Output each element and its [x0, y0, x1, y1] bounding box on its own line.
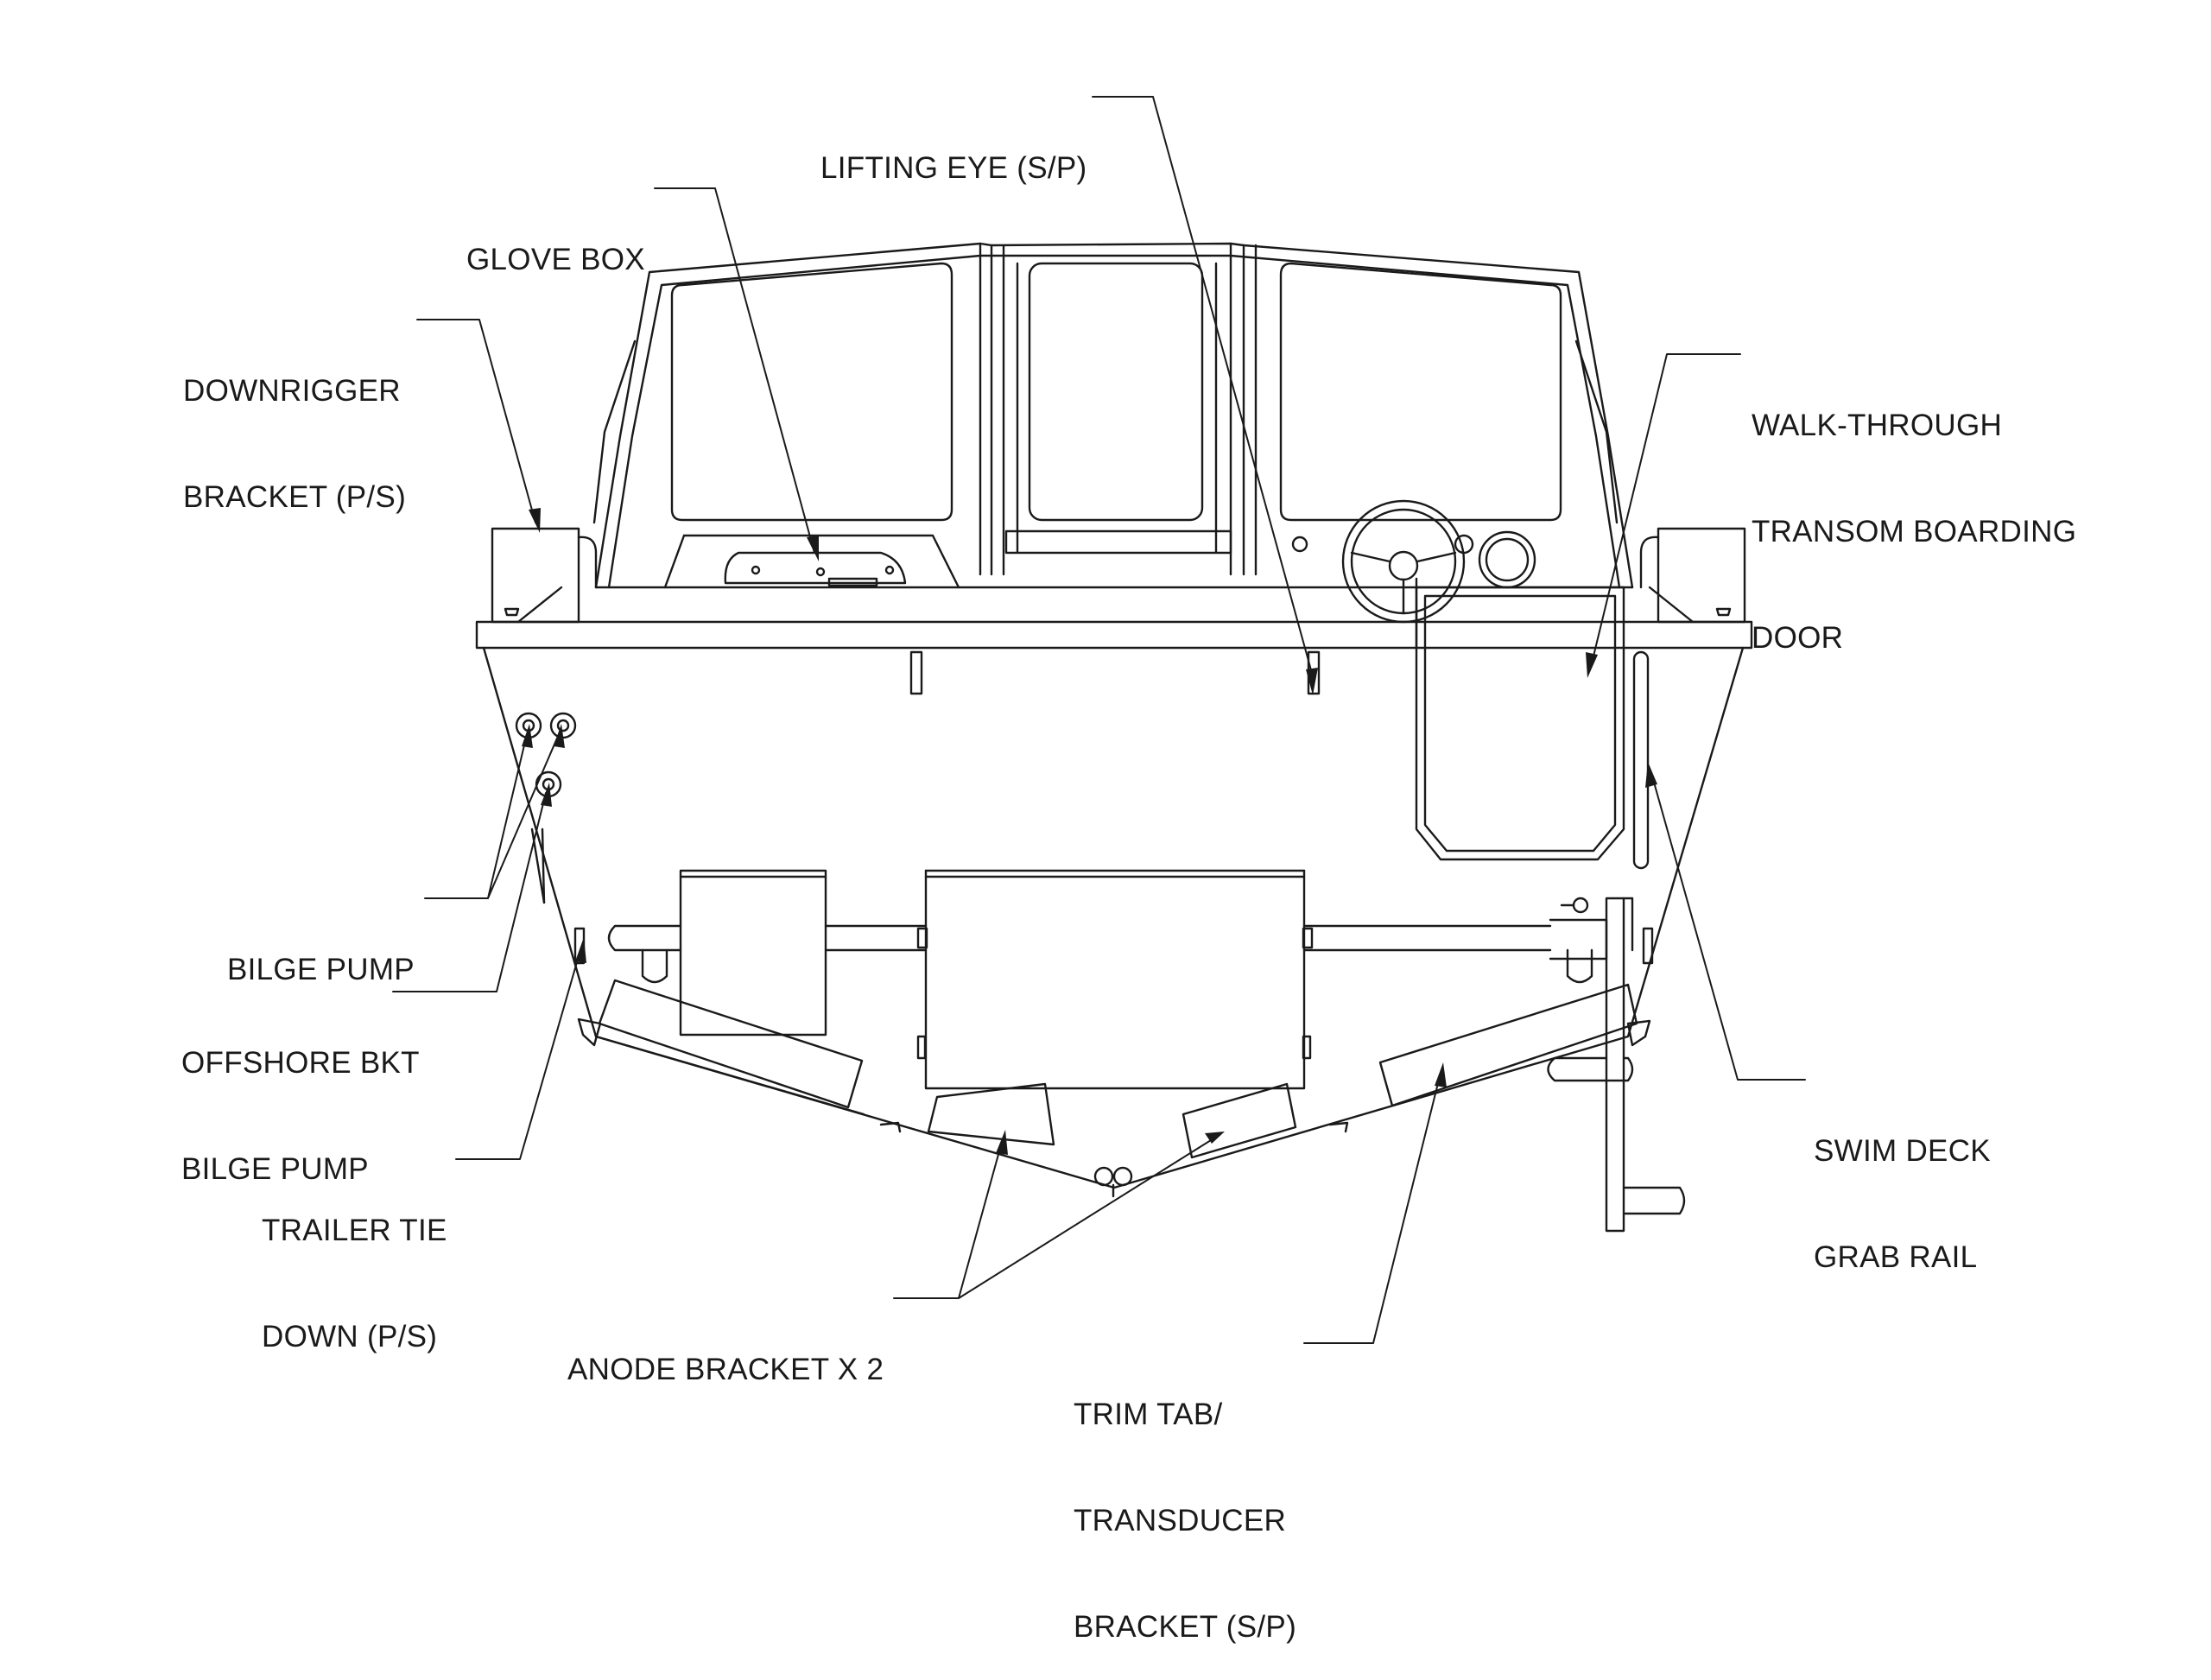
trailer-tie-downs	[573, 927, 1654, 965]
label-lifting-eye: LIFTING EYE (S/P)	[820, 151, 1087, 185]
swim-ladder	[1547, 897, 1686, 1233]
leader-lines	[392, 96, 1806, 1344]
outboard-motor	[607, 869, 1593, 1090]
label-trailer-tie-down: TRAILER TIE DOWN (P/S)	[262, 1214, 447, 1354]
downrigger-brackets	[491, 527, 1746, 624]
label-swim-deck-grab-rail: SWIM DECK GRAB RAIL	[1814, 1134, 1991, 1274]
anode-brackets	[927, 1082, 1297, 1198]
walk-through-door	[1415, 586, 1625, 861]
label-downrigger-bracket: DOWNRIGGER BRACKET (P/S)	[183, 374, 407, 514]
boat-transom-diagram: LIFTING EYE (S/P) GLOVE BOX DOWNRIGGER B…	[181, 96, 2077, 1644]
label-anode-bracket: ANODE BRACKET X 2	[567, 1353, 884, 1386]
label-walk-through-door: WALK-THROUGH TRANSOM BOARDING DOOR	[1752, 409, 2077, 655]
lifting-eyes	[909, 650, 1321, 695]
swim-deck-grab-rail	[1632, 650, 1650, 870]
label-trim-tab-transducer-bracket: TRIM TAB/ TRANSDUCER BRACKET (S/P)	[1074, 1398, 1297, 1644]
trim-tab-brackets	[577, 979, 1651, 1133]
cabin-windshield	[592, 242, 1634, 589]
label-glove-box: GLOVE BOX	[466, 243, 645, 276]
leader-arrowheads	[522, 508, 1657, 1155]
transom-gunwale	[475, 577, 1753, 650]
boat-line-drawing	[392, 96, 1806, 1344]
label-bilge-pump: BILGE PUMP	[227, 953, 415, 986]
hull-outline	[482, 646, 1745, 1189]
label-offshore-bkt-bilge-pump: OFFSHORE BKT BILGE PUMP	[181, 1046, 420, 1186]
